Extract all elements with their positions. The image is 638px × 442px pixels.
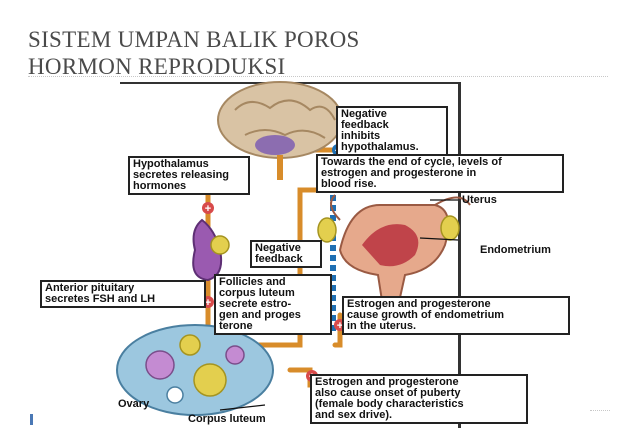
end-of-cycle-label: Towards the end of cycle, levels of estr… bbox=[316, 154, 564, 193]
plus-sign-icon: + bbox=[202, 202, 214, 215]
negative-feedback-hypothalamus-label: Negative feedback inhibits hypothalamus. bbox=[336, 106, 448, 156]
follicles-corpus-luteum-label: Follicles and corpus luteum secrete estr… bbox=[214, 274, 332, 335]
pituitary-illustration bbox=[192, 218, 230, 282]
reproductive-feedback-diagram: + + − − + + Negative feedback inhibits h… bbox=[40, 80, 570, 430]
diagram-artwork: + + − − + + bbox=[116, 81, 471, 428]
frame-right-bar bbox=[458, 82, 461, 428]
ovary-label: Ovary bbox=[118, 398, 150, 410]
title-line-1: SISTEM UMPAN BALIK POROS bbox=[28, 27, 360, 52]
page-title: SISTEM UMPAN BALIK POROS HORMON REPRODUK… bbox=[28, 26, 360, 80]
negative-feedback-label: Negative feedback bbox=[250, 240, 322, 268]
corpus-luteum-label: Corpus luteum bbox=[188, 413, 266, 425]
title-line-2: HORMON REPRODUKSI bbox=[28, 54, 286, 79]
leader-lines bbox=[219, 199, 459, 411]
svg-text:+: + bbox=[205, 297, 211, 309]
ovary-illustration bbox=[116, 324, 274, 416]
endometrium-growth-label: Estrogen and progesterone cause growth o… bbox=[342, 296, 570, 335]
brain-illustration bbox=[217, 81, 343, 180]
footer-divider bbox=[590, 410, 610, 411]
uterus-label: Uterus bbox=[462, 194, 497, 206]
endometrium-label: Endometrium bbox=[480, 244, 551, 256]
anterior-pituitary-label: Anterior pituitary secretes FSH and LH bbox=[40, 280, 206, 308]
svg-text:+: + bbox=[205, 203, 211, 215]
hypothalamus-label: Hypothalamus secretes releasing hormones bbox=[128, 156, 250, 195]
slide-marker bbox=[30, 414, 33, 425]
puberty-label: Estrogen and progesterone also cause ons… bbox=[310, 374, 528, 424]
uterus-illustration bbox=[317, 194, 471, 321]
title-divider bbox=[28, 76, 608, 77]
svg-text:+: + bbox=[337, 320, 343, 332]
